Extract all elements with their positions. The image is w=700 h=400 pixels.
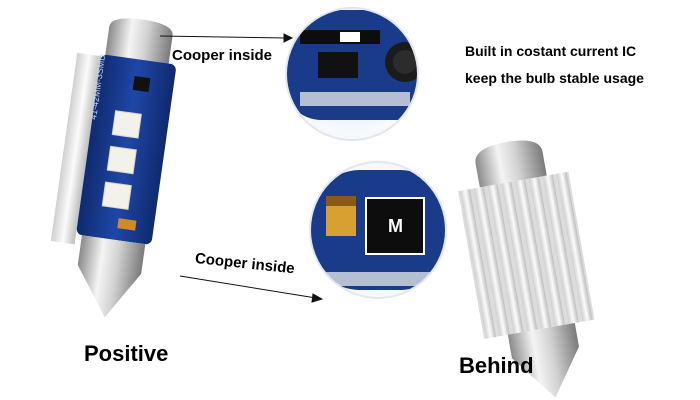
front-led-2 [106,145,137,175]
front-resistor [117,218,137,231]
description-line-2: keep the bulb stable usage [465,70,644,86]
zoom-ic-bottom [365,197,425,255]
back-bulb [458,140,595,398]
arrow-bottom [179,275,324,303]
caption-front: Positive [84,341,169,366]
description-line-1: Built in costant current IC [465,43,637,59]
front-top-cap [105,18,173,66]
front-heatsink-edge [50,52,102,245]
component-marking: M [388,216,403,236]
front-bulb [50,18,176,318]
front-led-1 [111,110,142,139]
front-led-3 [101,181,132,210]
back-heatsink [458,171,595,339]
front-bottom-cap [77,235,146,318]
zoom-circle-top [285,7,419,141]
arrow-top [159,33,294,43]
front-ic-chip [132,76,151,93]
caption-back: Behind [459,353,534,378]
callout-label-top: Cooper inside [172,47,273,64]
back-top-cap [475,140,547,188]
zoom-circle-bottom: M [309,161,447,299]
back-bottom-cap [507,322,579,398]
